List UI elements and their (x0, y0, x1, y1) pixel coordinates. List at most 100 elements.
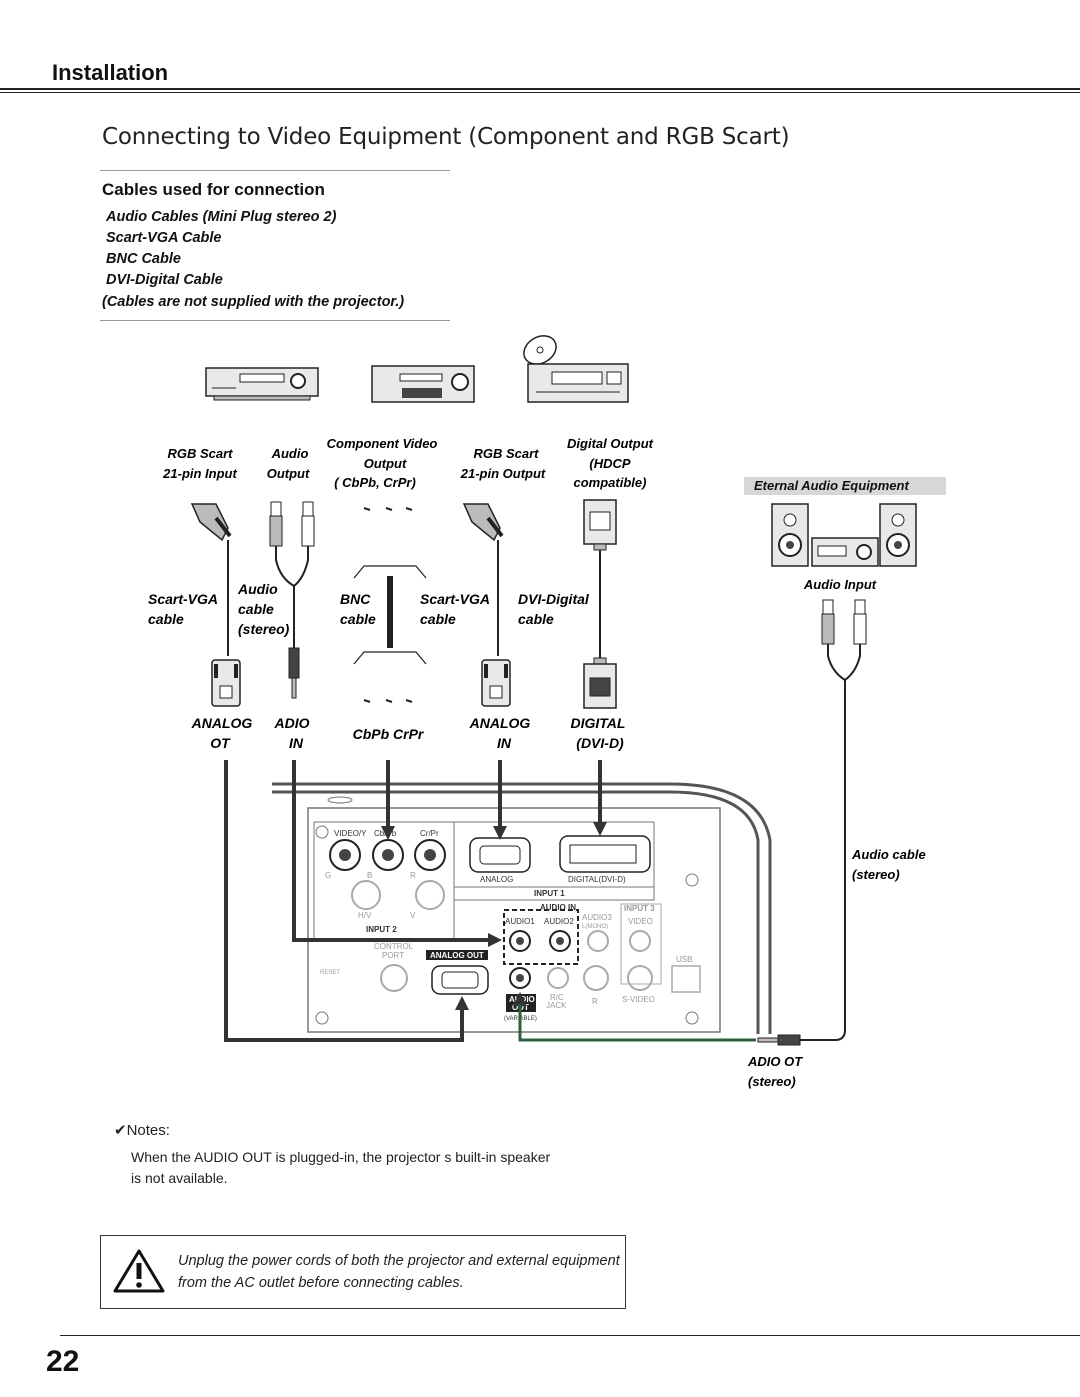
section-title: Installation (52, 60, 169, 85)
label-scart-vga-cable: Scart-VGA (148, 591, 218, 607)
dvi-plug-icon-2 (583, 657, 617, 709)
label-digital-in: DIGITAL (571, 715, 626, 731)
panel-audio1: AUDIO1 (505, 917, 535, 926)
label-analog-in-2: IN (497, 735, 512, 751)
label-audio-input: Audio Input (803, 577, 877, 592)
cable-item-audio: Audio Cables (Mini Plug stereo 2) (106, 209, 337, 225)
panel-labels: VIDEO/Y Cb/Pb Cr/Pr G B R H/V V INPUT 2 … (320, 829, 692, 1022)
label-scart-vga-cable-b: Scart-VGA (420, 591, 490, 607)
header-rule (0, 88, 1080, 90)
label-analog-in: ANALOG (469, 715, 531, 731)
scart-plug-icon (190, 503, 232, 542)
label-audio-cable: Audio (237, 581, 278, 597)
label-bnc-cable-2: cable (340, 611, 376, 627)
panel-control: CONTROL (374, 942, 414, 951)
disc-player-icon (523, 335, 629, 403)
dvd-player-icon (371, 365, 475, 403)
label-rgb-scart-output: RGB Scart (473, 446, 539, 461)
vga-plug-icon (211, 659, 241, 707)
panel-analog-out: ANALOG OUT (430, 951, 484, 960)
panel-jack: JACK (546, 1001, 567, 1010)
arrow-heads (381, 822, 607, 1010)
panel-rc: R/C (550, 993, 564, 1002)
label-audio-in: ADIO (274, 715, 310, 731)
rca-plug-icon-right (821, 599, 867, 645)
cables-rule-bottom (100, 320, 450, 321)
label-scart-vga-cable-2: cable (148, 611, 184, 627)
external-audio-label: Eternal Audio Equipment (744, 477, 946, 495)
label-digital-output: Digital Output (567, 436, 654, 451)
label-21pin-input: 21-pin Input (162, 466, 237, 481)
page-title: Connecting to Video Equipment (Component… (102, 124, 790, 150)
projector-rear-panel (272, 782, 772, 1034)
panel-b: B (367, 871, 372, 880)
panel-input1: INPUT 1 (534, 889, 565, 898)
page-number: 22 (46, 1345, 80, 1378)
label-cbpb-crpr: CbPb CrPr (353, 726, 425, 742)
warning-box (100, 1235, 626, 1309)
footer-rule (60, 1335, 1080, 1336)
rca-plug-icon (269, 501, 315, 547)
warning-icon (113, 1249, 165, 1293)
cable-item-dvi: DVI-Digital Cable (106, 272, 223, 288)
dvi-plug-icon (583, 499, 617, 551)
panel-g: G (325, 871, 331, 880)
label-scart-vga-cable-b-2: cable (420, 611, 456, 627)
panel-audio2: AUDIO2 (544, 917, 574, 926)
connection-diagram: RGB Scart 21-pin Input Audio Output Comp… (148, 335, 926, 1089)
label-21pin-output: 21-pin Output (460, 466, 546, 481)
label-audio-out-stereo-2: (stereo) (748, 1074, 796, 1089)
panel-video-y: VIDEO/Y (334, 829, 367, 838)
label-audio-cable-2: cable (238, 601, 274, 617)
label-analog-out-2: OT (210, 735, 231, 751)
label-audio-cable-right-2: (stereo) (852, 867, 900, 882)
label-bnc-cable: BNC (340, 591, 371, 607)
cables-heading: Cables used for connection (102, 180, 325, 199)
panel-analog: ANALOG (480, 875, 513, 884)
label-hdcp: (HDCP (589, 456, 630, 471)
panel-mono: L(MONO) (582, 924, 608, 930)
panel-hv: H/V (358, 911, 372, 920)
panel-video: VIDEO (628, 917, 653, 926)
label-component-cbpb: ( CbPb, CrPr) (334, 475, 416, 490)
panel-cr-pr: Cr/Pr (420, 829, 439, 838)
panel-input2: INPUT 2 (366, 925, 397, 934)
cable-note: (Cables are not supplied with the projec… (102, 294, 405, 310)
panel-audio-in: AUDIO IN (540, 903, 576, 912)
vcr-device-icon (205, 367, 319, 401)
panel-s-video: S-VIDEO (622, 995, 655, 1004)
label-component-output: Output (364, 456, 407, 471)
cable-item-scart-vga: Scart-VGA Cable (106, 230, 222, 246)
connection-lines (224, 760, 602, 1042)
audio-out-line (518, 1004, 756, 1042)
label-component-video: Component Video (327, 436, 438, 451)
vga-plug-icon-2 (481, 659, 511, 707)
label-digital-in-2: (DVI-D) (576, 735, 624, 751)
label-audio-output: Audio (271, 446, 309, 461)
mini-plug-icon-right (757, 1034, 801, 1046)
panel-port: PORT (382, 951, 404, 960)
label-rgb-scart-input: RGB Scart (167, 446, 233, 461)
scart-plug-icon-2 (462, 503, 504, 542)
label-dvi-cable: DVI-Digital (518, 591, 590, 607)
external-audio-equipment-icon (771, 503, 917, 567)
label-analog-out: ANALOG (191, 715, 253, 731)
label-dvi-cable-2: cable (518, 611, 554, 627)
warning-text: Unplug the power cords of both the proje… (178, 1253, 620, 1291)
bnc-arrows-icon (353, 507, 427, 703)
panel-digital-dvi: DIGITAL(DVI-D) (568, 875, 626, 884)
cable-item-bnc: BNC Cable (106, 251, 181, 267)
panel-v: V (410, 911, 416, 920)
panel-r: R (410, 871, 416, 880)
panel-input3: INPUT 3 (624, 904, 655, 913)
header-rule-thin (0, 92, 1080, 93)
label-compatible: compatible) (574, 475, 647, 490)
label-audio-cable-3: (stereo) (238, 621, 290, 637)
mini-plug-icon (288, 647, 300, 699)
panel-r-small: R (592, 997, 598, 1006)
notes-title: ✔Notes: (114, 1122, 170, 1139)
label-audio-output-2: Output (267, 466, 310, 481)
label-audio-in-2: IN (289, 735, 304, 751)
notes-body: When the AUDIO OUT is plugged-in, the pr… (131, 1149, 551, 1186)
panel-reset: RESET (320, 970, 340, 976)
